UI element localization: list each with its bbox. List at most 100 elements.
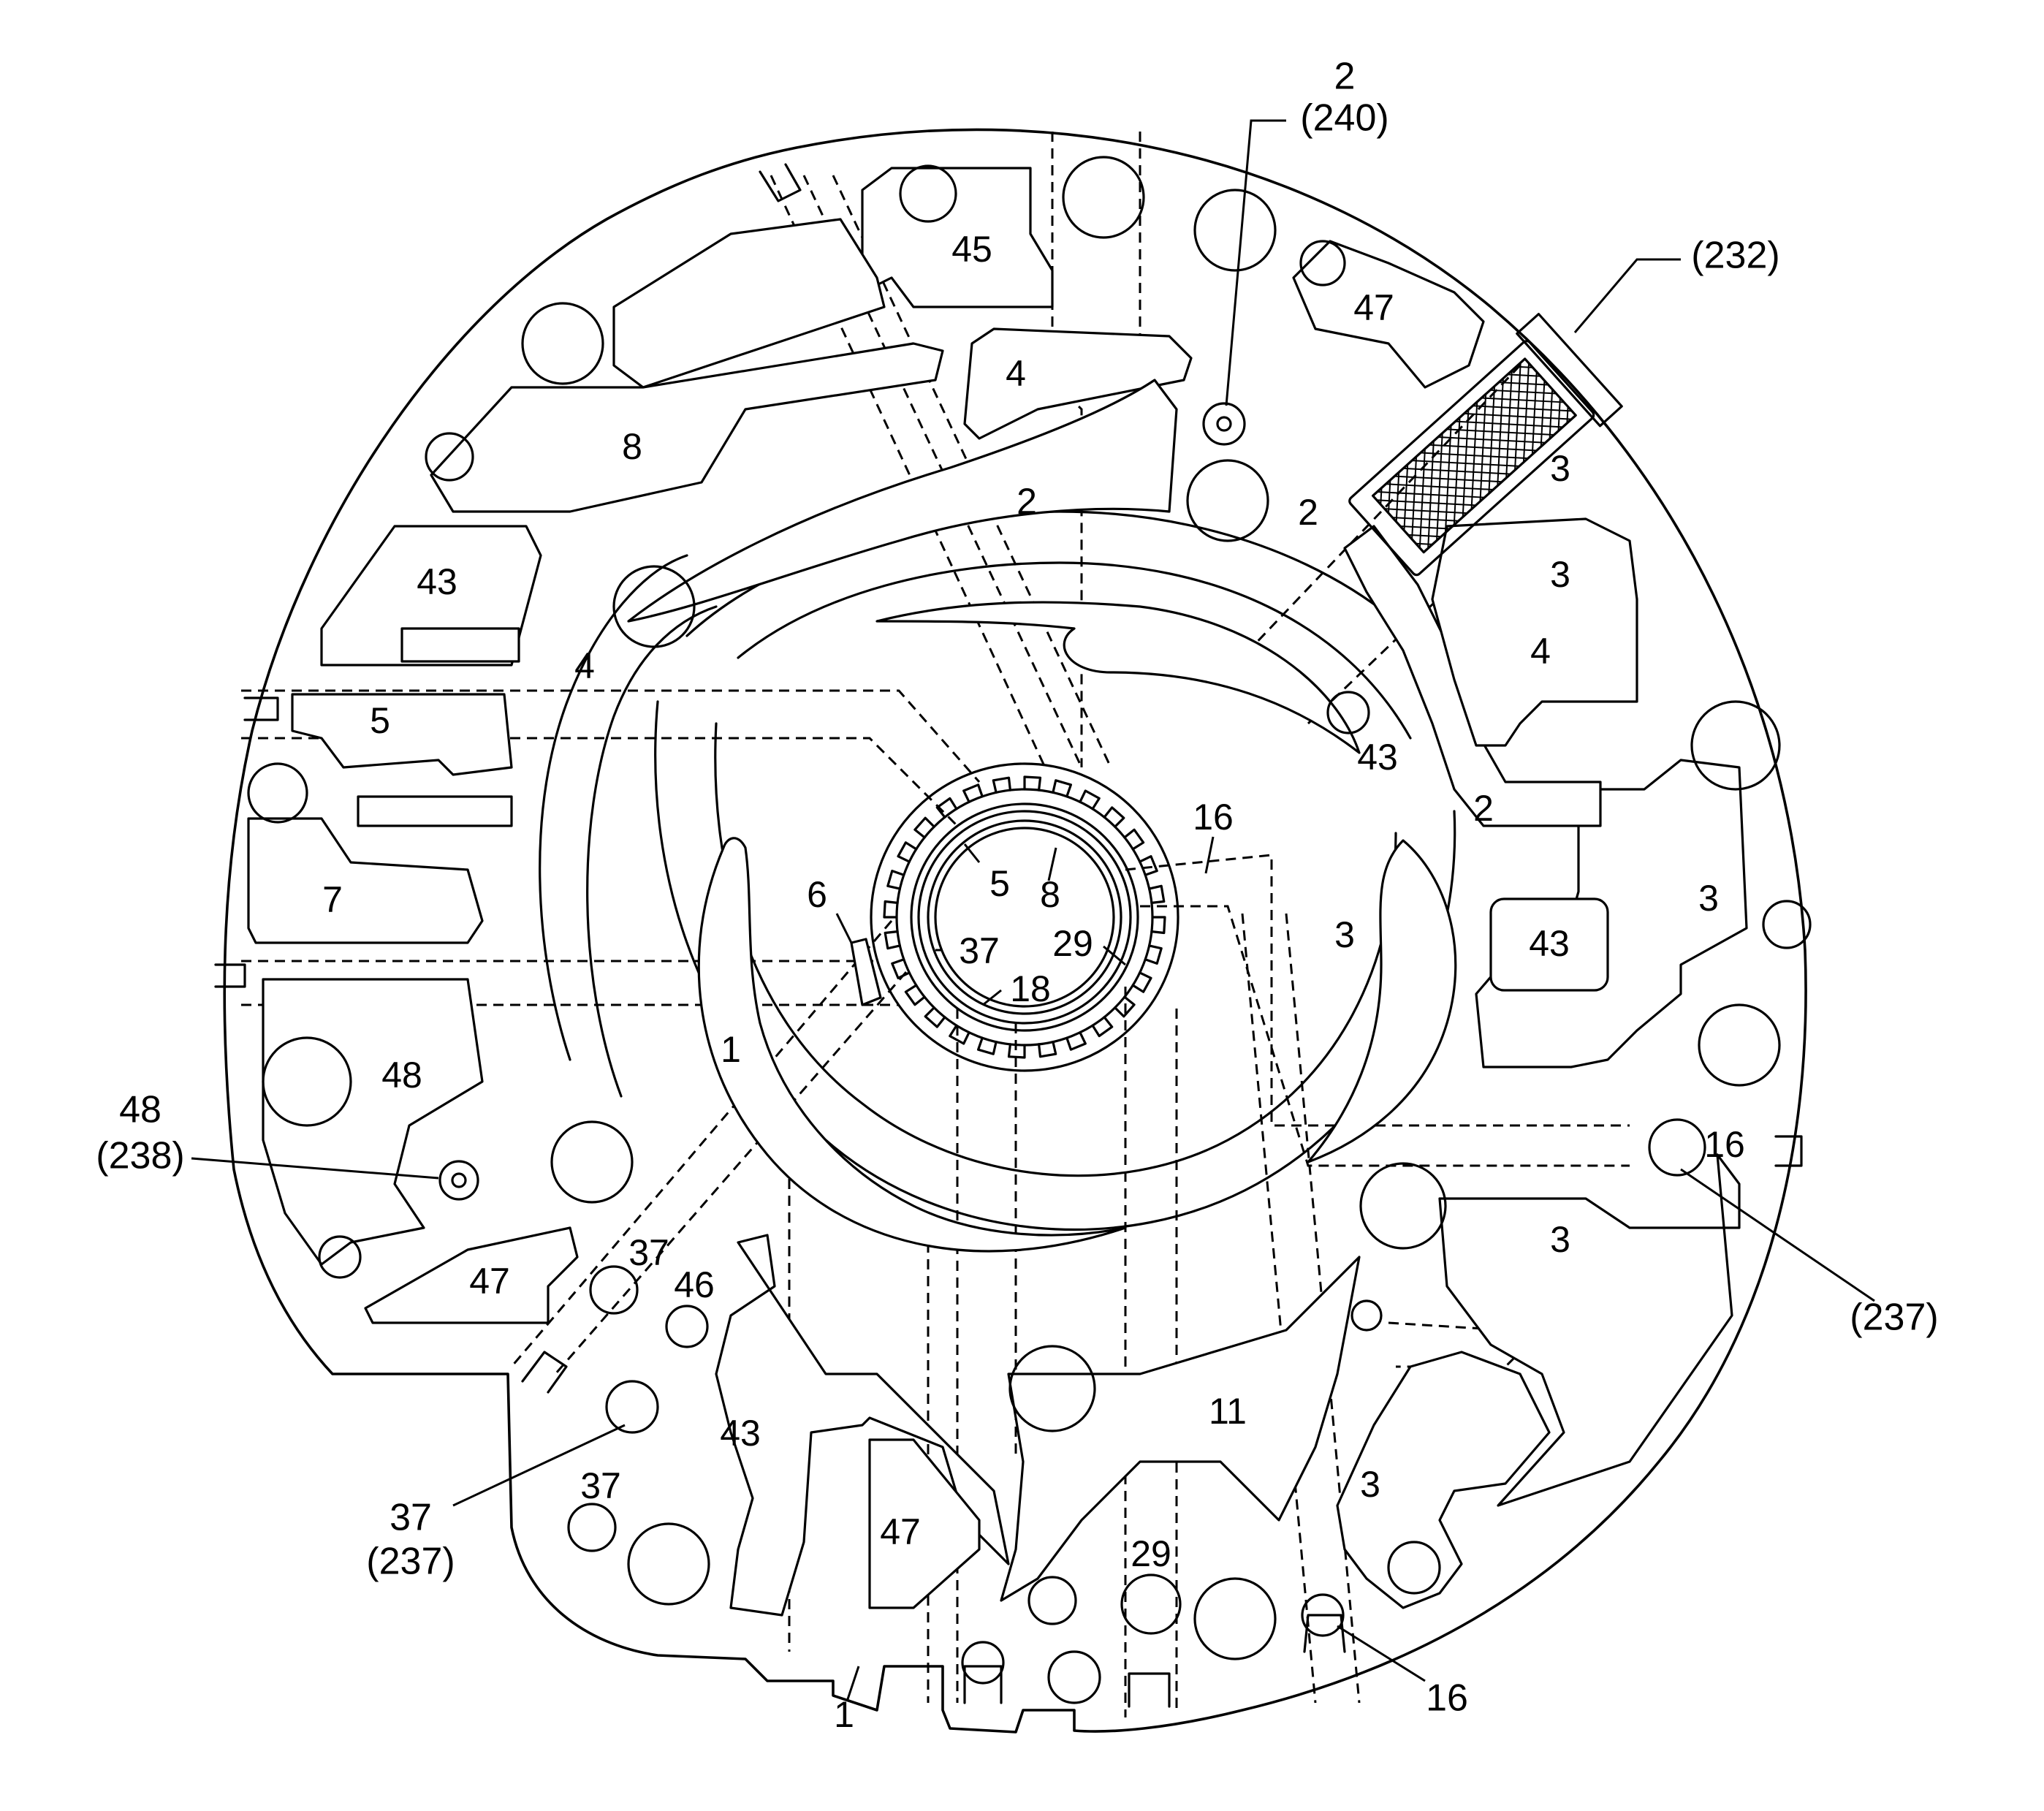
mesh-line <box>1566 406 1569 424</box>
bore <box>247 762 308 824</box>
label-37-low: 37 <box>628 1232 669 1273</box>
passage-8 <box>430 342 944 513</box>
leader-232 <box>1573 258 1681 333</box>
bore <box>262 1036 352 1127</box>
gear-tooth <box>1139 855 1158 876</box>
passage-47-top <box>1292 240 1485 389</box>
label-7: 7 <box>322 879 343 920</box>
passage-11 <box>1000 1256 1361 1602</box>
gear-tooth <box>897 841 918 863</box>
check-ball-238-inner <box>451 1172 467 1188</box>
label-3-far-right: 3 <box>1698 878 1719 919</box>
gear-tooth <box>891 958 911 979</box>
check-ball-240 <box>1202 402 1246 446</box>
gear-tooth <box>962 783 984 803</box>
bore <box>627 1522 710 1606</box>
bore <box>1350 1299 1383 1332</box>
label-5-left: 5 <box>370 700 390 741</box>
label-3-lower-right: 3 <box>1550 1219 1570 1260</box>
passage-43-bottom <box>715 1234 1010 1617</box>
gear-tooth <box>1023 775 1042 791</box>
mesh-line <box>1531 371 1538 455</box>
label-29-bottom: 29 <box>1131 1533 1171 1574</box>
leader-48-238 <box>191 1157 439 1180</box>
label-43-box: 43 <box>1529 923 1570 964</box>
mesh-line <box>1427 441 1435 549</box>
label-46: 46 <box>674 1264 715 1305</box>
leader-29-hub <box>1103 945 1126 966</box>
bore <box>1186 459 1269 542</box>
mesh-line <box>1380 487 1383 505</box>
gear-tooth <box>1065 1031 1087 1051</box>
label-8: 8 <box>622 426 642 467</box>
mesh-line <box>1411 456 1418 539</box>
leader-6 <box>835 913 853 944</box>
bore <box>612 565 696 648</box>
mesh-line <box>1490 389 1557 395</box>
crescent-blade-lower <box>697 837 1127 1253</box>
check-ball-bottom-mid <box>961 1641 1005 1685</box>
callout-48-line2: (238) <box>96 1135 184 1177</box>
screen-filter-232 <box>1348 313 1623 577</box>
label-43-left-top: 43 <box>417 561 457 602</box>
bore <box>1047 1650 1101 1704</box>
callout-37-line2: (237) <box>366 1541 455 1583</box>
mesh-line <box>1557 398 1561 431</box>
hidden-line <box>1241 913 1317 1704</box>
gear-tooth <box>935 797 958 819</box>
label-8-hub: 8 <box>1040 874 1060 915</box>
label-16-hub: 16 <box>1193 797 1234 838</box>
hub-outer-ring <box>870 762 1179 1072</box>
label-2-screen: 2 <box>1298 492 1318 533</box>
passage-3-bottom <box>1336 1351 1551 1609</box>
mesh-line <box>1522 362 1530 463</box>
crescent-blade-upper <box>875 601 1361 754</box>
mesh-line <box>1407 534 1442 538</box>
hidden-line <box>241 689 981 783</box>
leader-16-hub <box>1204 836 1215 874</box>
bore <box>1698 1003 1781 1087</box>
bore <box>1062 156 1145 239</box>
label-5-hub: 5 <box>989 863 1010 904</box>
gear-tooth <box>1052 779 1072 798</box>
label-3-bottom: 3 <box>1360 1464 1380 1505</box>
gear-tooth <box>1114 995 1136 1018</box>
gear-tooth <box>884 930 901 950</box>
mesh-line <box>1436 433 1443 541</box>
callout-237-right: (237) <box>1850 1296 1938 1339</box>
label-2-right: 2 <box>1473 788 1494 829</box>
mesh-line <box>1403 464 1409 531</box>
bore <box>1193 189 1277 272</box>
mesh-line <box>1388 479 1391 514</box>
passage-3-lower-right <box>1438 1153 1741 1507</box>
mesh-line <box>1488 386 1496 494</box>
mesh-line <box>1540 380 1546 447</box>
label-18-hub: 18 <box>1010 968 1051 1009</box>
bore <box>1359 1162 1447 1250</box>
label-43-mid: 43 <box>1357 737 1398 778</box>
check-ball-237-left <box>605 1380 659 1434</box>
passage-2-right <box>1343 525 1602 827</box>
leader-16-bottom <box>1337 1625 1426 1682</box>
mesh-line <box>1416 542 1433 545</box>
bore <box>567 1503 617 1552</box>
passage-slot-left <box>357 795 513 827</box>
screen-mesh <box>1376 362 1572 549</box>
mesh-line <box>1418 449 1426 548</box>
leader-5-hub <box>963 843 981 863</box>
hub-gear-teeth <box>883 775 1166 1059</box>
mesh-line <box>1514 362 1521 471</box>
leader-237-right <box>1680 1168 1875 1302</box>
clip <box>1128 1672 1171 1708</box>
leader-1-bottom <box>846 1666 860 1700</box>
gear-tooth <box>1150 916 1166 935</box>
label-3-right-top: 3 <box>1550 448 1570 489</box>
label-3-right-box: 3 <box>1550 554 1570 595</box>
gear-tooth <box>904 984 926 1006</box>
label-1-center: 1 <box>721 1029 741 1070</box>
callout-16-bottom: 16 <box>1426 1677 1468 1720</box>
mesh-line <box>1498 381 1549 386</box>
hidden-line <box>1125 854 1630 1127</box>
passage-7 <box>247 817 484 944</box>
bore <box>1326 691 1370 734</box>
